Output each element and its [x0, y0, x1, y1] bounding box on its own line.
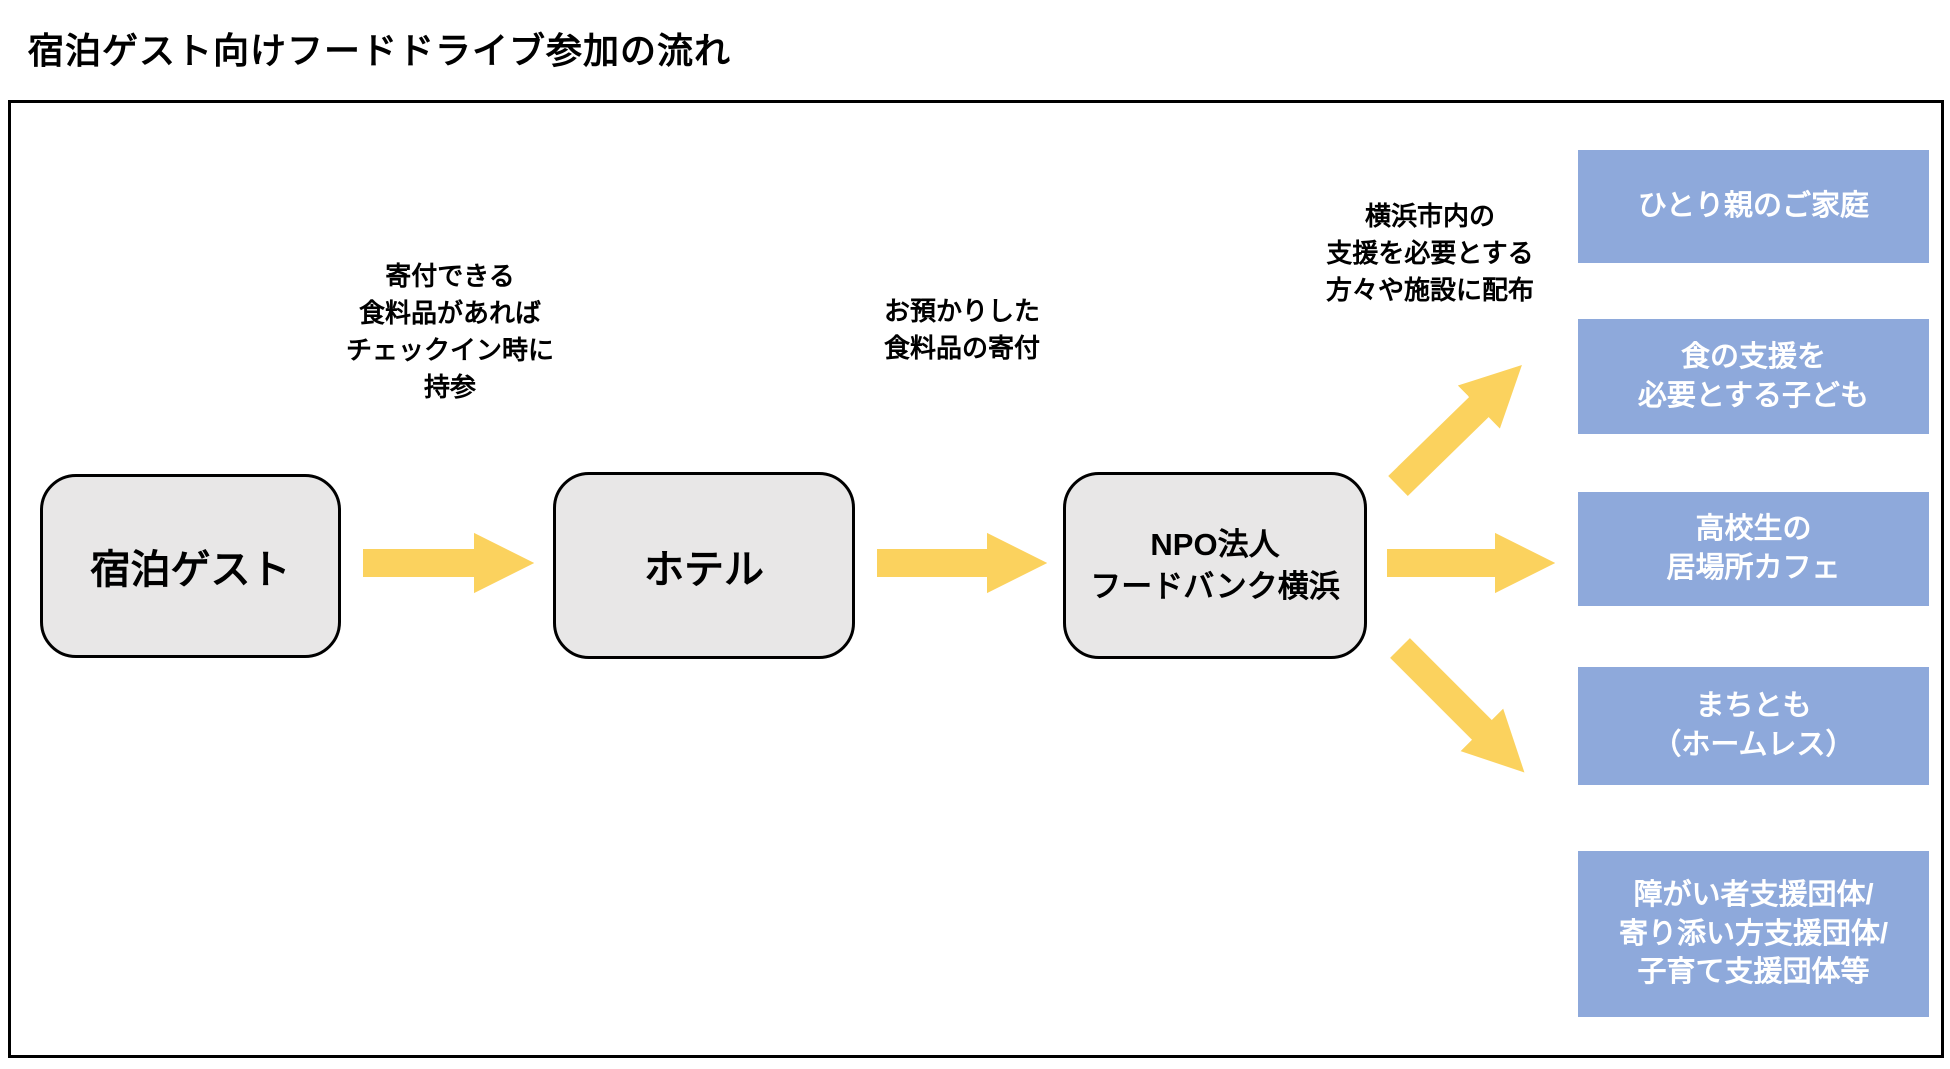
node-npo-foodbank: NPO法人 フードバンク横浜 — [1063, 472, 1367, 659]
annotation-checkin-donation: 寄付できる 食料品があれば チェックイン時に 持参 — [345, 261, 554, 402]
annotation-food-donation: お預かりした 食料品の寄付 — [883, 296, 1040, 363]
node-guest: 宿泊ゲスト — [40, 474, 341, 658]
recipient-box-single-parent: ひとり親のご家庭 — [1578, 150, 1929, 263]
recipient-box-support-groups: 障がい者支援団体/ 寄り添い方支援団体/ 子育て支援団体等 — [1578, 851, 1929, 1017]
recipient-box-highschool-cafe: 高校生の 居場所カフェ — [1578, 492, 1929, 606]
page-title: 宿泊ゲスト向けフードドライブ参加の流れ — [28, 30, 732, 71]
annotation-distribution: 横浜市内の 支援を必要とする 方々や施設に配布 — [1325, 201, 1534, 305]
recipient-box-children: 食の支援を 必要とする子ども — [1578, 319, 1929, 434]
recipient-box-machitomo: まちとも （ホームレス） — [1578, 667, 1929, 785]
node-hotel: ホテル — [553, 472, 855, 659]
